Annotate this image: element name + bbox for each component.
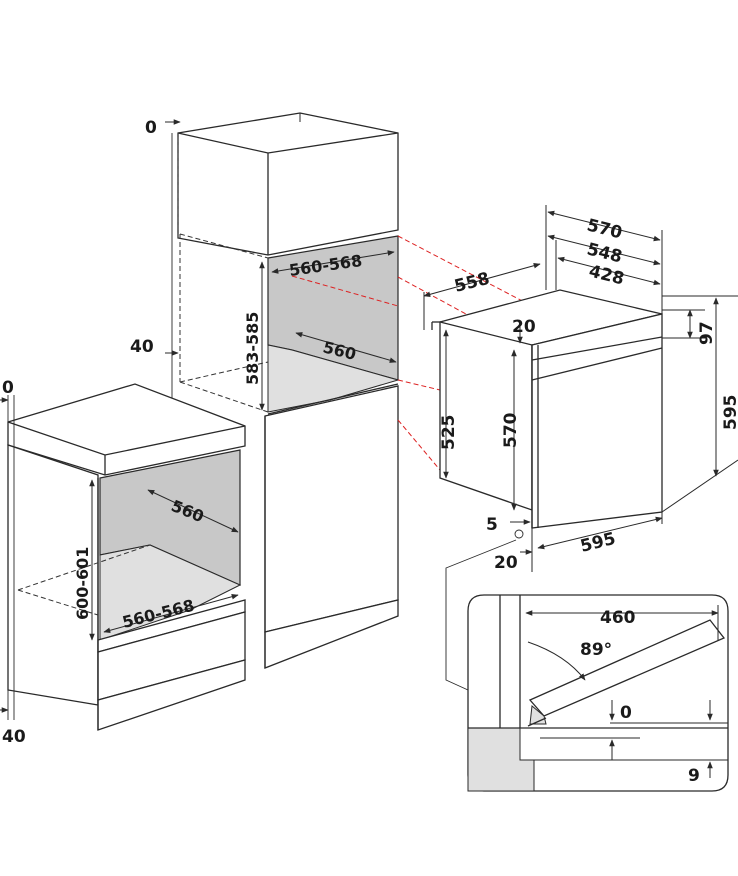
col-niche-depth-dim (295, 332, 397, 363)
base-side-gap-label: 40 (2, 727, 26, 747)
door-detail-inset (445, 539, 729, 792)
oven-inner-height-570-label: 570 (501, 412, 521, 448)
base-cabinet (0, 383, 246, 731)
oven-depth-dims (423, 205, 663, 330)
door-angle-label: 89° (580, 640, 612, 660)
oven-body-depth-label: 558 (452, 269, 491, 297)
base-niche-height-label: 600-601 (73, 547, 92, 620)
door-width-460-label: 460 (600, 608, 636, 628)
oven-width-595-label: 595 (578, 529, 617, 557)
door-gap-9-label: 9 (688, 766, 700, 786)
base-top-gap-label: 0 (2, 378, 14, 398)
door-gap-0-label: 0 (620, 703, 632, 723)
oven-body-height-525-label: 525 (439, 415, 459, 451)
oven-height-dims (443, 295, 738, 513)
col-niche-width-dim (271, 250, 395, 274)
base-niche-depth-dim (147, 489, 239, 533)
oven-gap-20-top-label: 20 (512, 317, 536, 337)
oven-height-595-label: 595 (721, 395, 738, 431)
col-side-gap-label: 40 (130, 337, 154, 357)
oven-offset-20-label: 20 (494, 553, 518, 573)
oven (431, 289, 663, 529)
base-niche-width-dim (103, 593, 239, 634)
col-niche-height-label: 583-585 (243, 312, 262, 385)
oven-depth-428-label: 428 (587, 261, 626, 289)
oven-bottom-dims (510, 512, 663, 572)
col-top-gap-label: 0 (145, 118, 157, 138)
oven-panel-97-label: 97 (697, 321, 717, 345)
oven-offset-5-label: 5 (486, 515, 498, 535)
